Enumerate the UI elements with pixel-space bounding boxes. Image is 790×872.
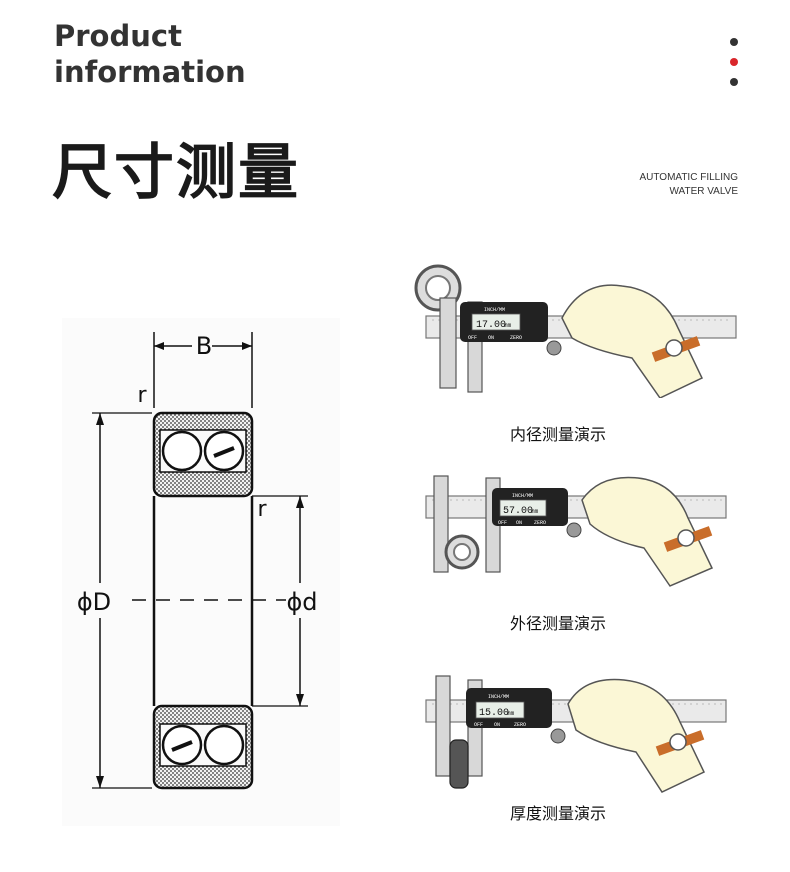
title-line-1: Product (54, 19, 182, 53)
mode-label: INCH/MM (512, 493, 533, 499)
off-label: OFF (474, 722, 483, 728)
dot-icon (730, 78, 738, 86)
off-label: OFF (498, 520, 507, 526)
r-label-inner: r (257, 497, 267, 522)
subtitle-line-1: AUTOMATIC FILLING (639, 172, 738, 183)
caption-thickness: 厚度测量演示 (509, 804, 606, 823)
on-label: ON (516, 520, 522, 526)
page-title: 尺寸测量 (52, 138, 300, 208)
caliper-demo-inner: 17.00 mm INCH/MM OFF ON ZERO (414, 264, 737, 398)
caliper-reading: 15.00 (479, 708, 509, 719)
on-label: ON (494, 722, 500, 728)
zero-label: ZERO (510, 335, 522, 341)
section-title-en: Product information (54, 18, 246, 90)
dot-active-icon (730, 58, 738, 66)
caliper-unit: mm (531, 508, 539, 515)
caliper-reading: 17.00 (476, 320, 506, 331)
mode-label: INCH/MM (484, 307, 505, 313)
off-label: OFF (468, 335, 477, 341)
inner-diameter-label: ϕd (286, 588, 317, 616)
bearing-dimension-diagram: B r ϕD ϕd r (62, 318, 340, 826)
zero-label: ZERO (534, 520, 546, 526)
dot-indicator (730, 38, 738, 98)
zero-label: ZERO (514, 722, 526, 728)
subtitle-line-2: WATER VALVE (669, 186, 738, 197)
caliper-demo-thickness: 15.00 mm INCH/MM OFF ON ZERO (425, 675, 727, 793)
caliper-reading: 57.00 (503, 506, 533, 517)
mode-label: INCH/MM (488, 694, 509, 700)
caliper-demo-outer: 57.00 mm INCH/MM OFF ON ZERO (425, 475, 727, 587)
subtitle: AUTOMATIC FILLING WATER VALVE (639, 171, 738, 199)
caliper-unit: mm (507, 710, 515, 717)
b-label: B (196, 332, 212, 360)
caption-inner: 内径测量演示 (509, 425, 606, 444)
r-label-top: r (137, 383, 147, 408)
on-label: ON (488, 335, 494, 341)
dot-icon (730, 38, 738, 46)
caliper-unit: mm (504, 322, 512, 329)
outer-diameter-label: ϕD (77, 588, 111, 616)
title-line-2: information (54, 55, 246, 89)
caption-outer: 外径测量演示 (509, 614, 606, 633)
